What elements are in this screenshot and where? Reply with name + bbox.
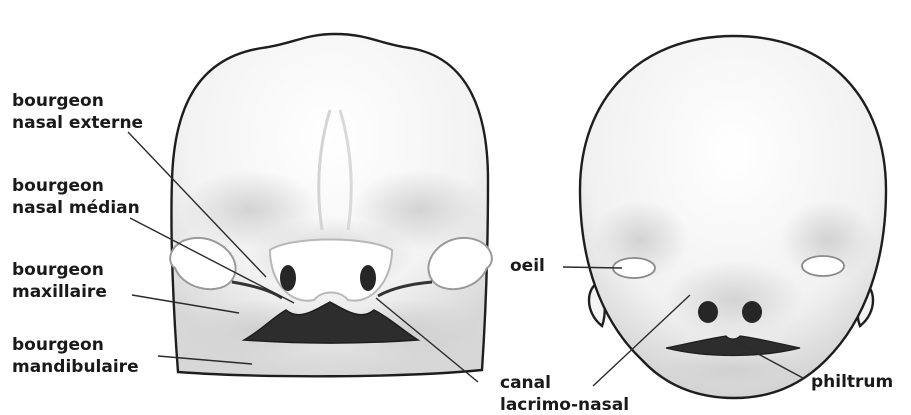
early-embryo-face — [170, 34, 492, 376]
right-eye — [802, 256, 844, 276]
label-mandibulaire: bourgeon mandibulaire — [12, 335, 139, 377]
label-nasal-externe-line2: nasal externe — [12, 113, 143, 133]
label-canal: canal lacrimo-nasal — [500, 373, 629, 415]
label-canal-line2: lacrimo-nasal — [500, 395, 629, 415]
label-nasal-externe-line1: bourgeon — [12, 91, 104, 111]
left-nasal-pit — [280, 265, 296, 291]
left-nostril — [698, 301, 718, 323]
right-nostril — [742, 301, 762, 323]
label-maxillaire: bourgeon maxillaire — [12, 260, 110, 302]
fetal-face — [580, 36, 886, 398]
label-mandibulaire-line2: mandibulaire — [12, 357, 139, 377]
label-canal-line1: canal — [500, 373, 551, 393]
label-maxillaire-line1: bourgeon — [12, 260, 104, 280]
label-nasal-median: bourgeon nasal médian — [12, 176, 140, 218]
leader-oeil — [563, 267, 622, 268]
label-philtrum: philtrum — [811, 372, 893, 392]
label-nasal-median-line1: bourgeon — [12, 176, 104, 196]
label-mandibulaire-line1: bourgeon — [12, 335, 104, 355]
label-nasal-externe: bourgeon nasal externe — [12, 91, 143, 133]
label-maxillaire-line2: maxillaire — [12, 282, 107, 302]
right-nasal-pit — [360, 265, 376, 291]
label-oeil: oeil — [510, 256, 545, 276]
label-nasal-median-line2: nasal médian — [12, 198, 140, 218]
